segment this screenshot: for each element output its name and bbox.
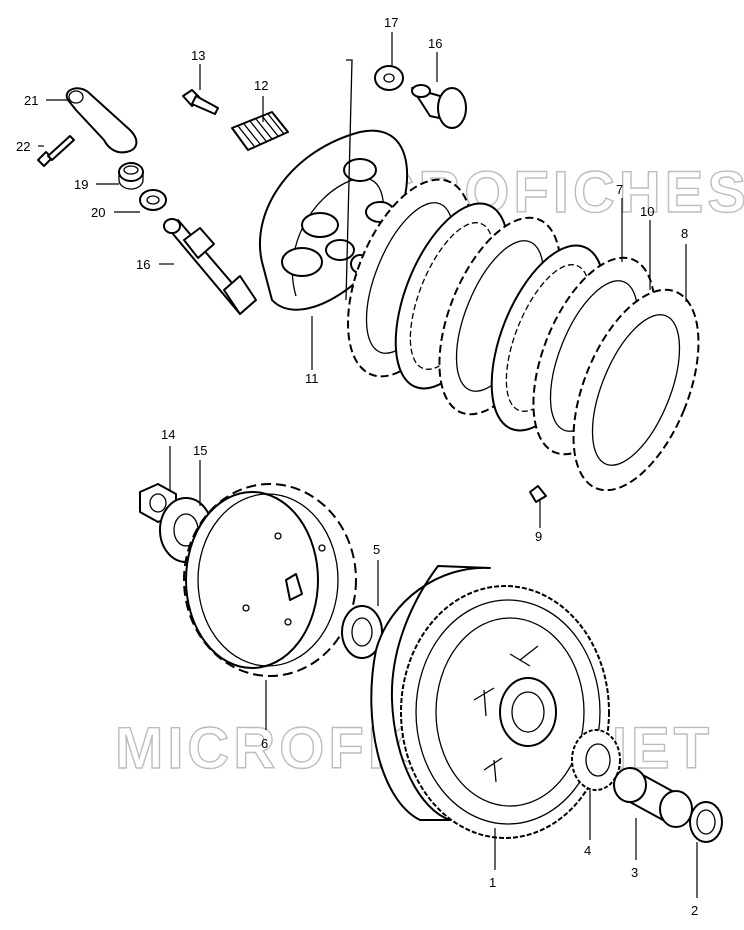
oil-pump-gear: [571, 729, 621, 791]
release-arm: [65, 87, 138, 154]
callout-12: 12: [254, 78, 268, 93]
callout-2: 2: [691, 903, 698, 918]
callout-13: 13: [191, 48, 205, 63]
release-shaft: [163, 218, 257, 315]
callout-16a: 16: [136, 257, 150, 272]
callout-11: 11: [305, 371, 319, 386]
clutch-disc-stack: [347, 178, 700, 492]
clutch-housing: [370, 565, 610, 839]
push-piece: [411, 84, 467, 129]
callout-3: 3: [631, 865, 638, 880]
clutch-hub: [183, 483, 357, 677]
spring-bolt: [182, 89, 219, 115]
clip-9: [529, 485, 547, 503]
friction-plate-8: [572, 288, 700, 492]
callout-17: 17: [384, 15, 398, 30]
callout-4: 4: [584, 843, 591, 858]
callout-5: 5: [373, 542, 380, 557]
callout-7: 7: [616, 182, 623, 197]
callout-19: 19: [74, 177, 88, 192]
callout-6: 6: [261, 736, 268, 751]
callout-22: 22: [16, 139, 30, 154]
callout-8: 8: [681, 226, 688, 241]
washer-17: [374, 65, 404, 91]
leader-lines: [38, 32, 698, 898]
arm-bolt: [37, 135, 75, 167]
spacer-sleeve: [613, 767, 693, 828]
washer-20: [139, 189, 167, 211]
oil-seal: [118, 162, 144, 190]
callout-10: 10: [640, 204, 654, 219]
callout-16b: 16: [428, 36, 442, 51]
callout-15: 15: [193, 443, 207, 458]
washer-2: [689, 801, 723, 843]
callout-21: 21: [24, 93, 38, 108]
clutch-spring: [231, 111, 289, 151]
callout-9: 9: [535, 529, 542, 544]
callout-14: 14: [161, 427, 175, 442]
callout-1: 1: [489, 875, 496, 890]
callout-20: 20: [91, 205, 105, 220]
